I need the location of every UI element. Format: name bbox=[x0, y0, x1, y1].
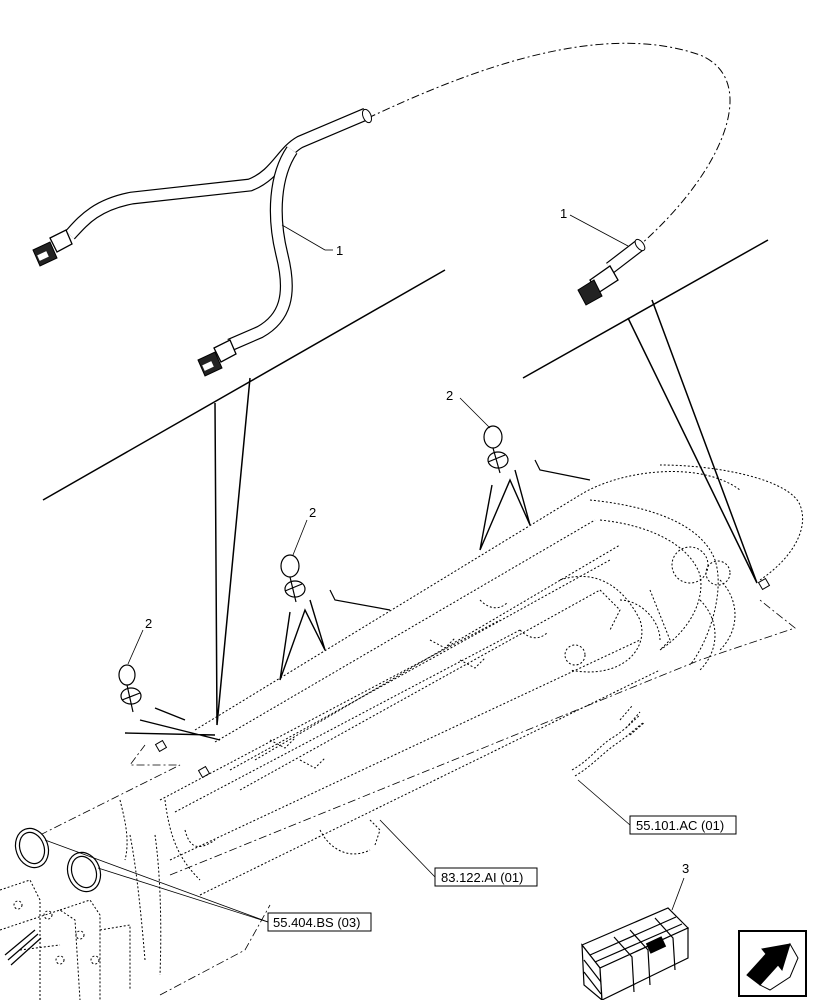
callout-clip-left: 2 bbox=[145, 616, 152, 631]
callout-crate: 3 bbox=[682, 861, 689, 876]
wiring-harness-right bbox=[577, 238, 646, 306]
reference-55404[interactable]: 55.404.BS (03) bbox=[44, 839, 372, 932]
reference-label-55101: 55.101.AC (01) bbox=[636, 818, 724, 833]
connector-plug-left-1 bbox=[32, 229, 73, 267]
boom-assembly bbox=[159, 464, 804, 896]
leader-line-clip-left bbox=[127, 629, 144, 665]
wiring-harness-left bbox=[65, 108, 373, 351]
harness-route-line bbox=[367, 42, 731, 246]
loose-harness bbox=[571, 705, 646, 777]
arrow-icon[interactable] bbox=[738, 930, 807, 997]
callout-harness-left: 1 bbox=[336, 243, 343, 258]
hose-lines bbox=[119, 799, 216, 976]
machine-frame bbox=[0, 879, 131, 1000]
callout-harness-right: 1 bbox=[560, 206, 567, 221]
leader-line-clip-top bbox=[459, 397, 491, 429]
cable-tie-top bbox=[479, 425, 591, 551]
leader-line-harness-left bbox=[281, 224, 326, 251]
leader-line-clip-middle bbox=[292, 519, 308, 556]
cable-tie-middle bbox=[279, 554, 391, 681]
connector-boom-tip bbox=[757, 577, 771, 591]
section-lines bbox=[42, 239, 769, 726]
work-lamp-1 bbox=[14, 827, 50, 869]
crate-icon bbox=[581, 907, 690, 1000]
reference-label-83122: 83.122.AI (01) bbox=[441, 870, 523, 885]
wire-bundle bbox=[4, 929, 42, 966]
callout-clip-top: 2 bbox=[446, 388, 453, 403]
leader-line-harness-right bbox=[569, 214, 629, 247]
reference-55101[interactable]: 55.101.AC (01) bbox=[577, 779, 737, 835]
connector-boom-base bbox=[154, 739, 211, 779]
leader-line-crate bbox=[671, 877, 685, 911]
reference-83122[interactable]: 83.122.AI (01) bbox=[379, 819, 538, 887]
cable-tie-left bbox=[118, 664, 221, 741]
connector-plug-left-2 bbox=[197, 339, 237, 377]
reference-label-55404: 55.404.BS (03) bbox=[273, 915, 360, 930]
work-lamp-2 bbox=[66, 851, 102, 893]
callout-clip-middle: 2 bbox=[309, 505, 316, 520]
